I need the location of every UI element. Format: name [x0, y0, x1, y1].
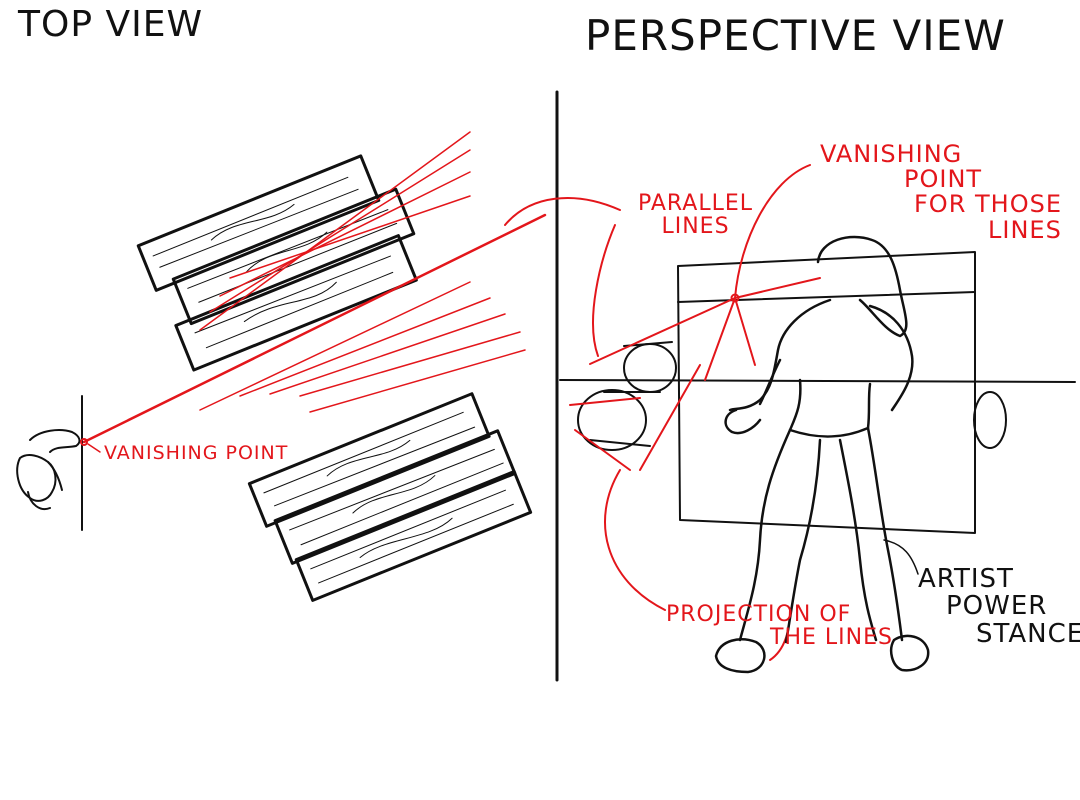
artist-stance-label: ARTIST POWER STANCE [918, 564, 1080, 649]
perspective-vp-line3: FOR THOSE [914, 190, 1062, 219]
perspective-vp-line4: LINES [988, 215, 1062, 244]
artist-stance-line3: STANCE [976, 618, 1080, 649]
projection-label-line2: THE LINES [770, 625, 893, 651]
top-view-figure [16, 429, 81, 510]
log-ends [577, 341, 1007, 451]
perspective-view-title: PERSPECTIVE VIEW [585, 11, 1006, 60]
easel-board [677, 251, 976, 534]
perspective-vp-line2: POINT [904, 165, 983, 194]
top-plank-group-lower [247, 392, 533, 602]
parallel-lines-label-line1: PARALLEL [638, 191, 754, 216]
projection-label-line1: PROJECTION OF [666, 602, 852, 627]
top-vanishing-point-label: VANISHING POINT [104, 442, 289, 464]
horizon-line [559, 379, 1076, 383]
perspective-projection-lines [504, 164, 821, 661]
top-vanishing-point-leader [87, 443, 101, 453]
artist-figure [714, 235, 930, 674]
artist-stance-leader [883, 539, 919, 575]
perspective-vp-line1: VANISHING [820, 140, 963, 168]
top-view-panel [16, 131, 547, 602]
perspective-view-panel [504, 164, 1076, 674]
top-vanishing-point-marker [80, 438, 88, 446]
top-plank-group-upper [136, 154, 418, 372]
perspective-vanishing-point-marker [730, 293, 740, 303]
projection-label: PROJECTION OF THE LINES [666, 603, 893, 649]
top-view-title: TOP VIEW [18, 4, 204, 45]
parallel-lines-label: PARALLEL LINES [638, 192, 753, 238]
artist-stance-line2: POWER [946, 591, 1048, 622]
parallel-lines-label-line2: LINES [661, 214, 730, 240]
perspective-vanishing-point-label: VANISHING POINT FOR THOSE LINES [820, 140, 1062, 244]
artist-stance-line1: ARTIST [918, 564, 1014, 594]
top-view-parallel-lines [82, 131, 547, 444]
